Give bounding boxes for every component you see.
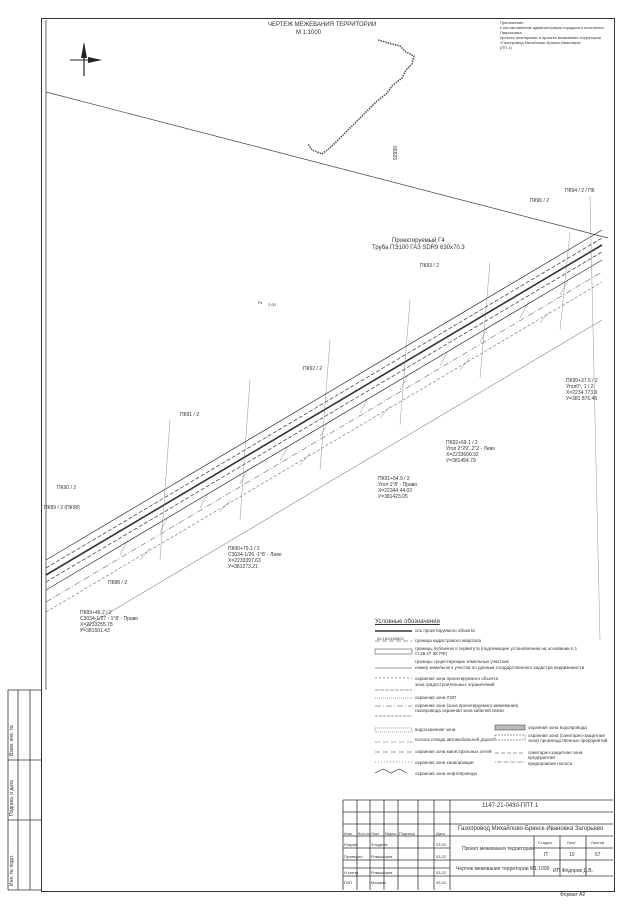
project-name: Проект межевания территории [462, 846, 534, 852]
north-arrow-icon [70, 42, 102, 76]
pipe-label-line2: Труба ПЭ100 ГАЗ SDR9 630х70.3 [372, 245, 465, 251]
callout: ПК89+46.2 / 2 С3034-1/27 - 1°8' - Право … [80, 610, 139, 634]
stage-value: П [544, 852, 548, 858]
side-stamp-grid [7, 689, 41, 891]
titleblock-grid [342, 799, 613, 890]
tb-date: 03.22 [436, 842, 447, 847]
side-label: Взам. инв. № [9, 725, 15, 756]
company-name: ИП Фёдоров Д.В. [553, 868, 593, 874]
stage-header: Стадия [538, 840, 552, 845]
tb-role: Разраб. [344, 842, 359, 847]
sheet-title: ЧЕРТЕЖ МЕЖЕВАНИЯ ТЕРРИТОРИИ [268, 22, 377, 28]
legend-item: границы существующих земельных участков [415, 659, 509, 664]
object-name: Газопровод Михайлово-Брянск-Ивановка Заг… [458, 826, 604, 832]
callout: ПК95+37.5 / 2 Угол0°, 1 / 2 Х=2234 773.6… [566, 378, 598, 402]
tb-header: Изм. [344, 831, 353, 836]
callout: ПК92+69.1 / 2 Угол 2°29'..2"2 - Лево Х=2… [446, 440, 495, 464]
pipeline-corridor [45, 229, 603, 631]
sheets-header: Листов [591, 840, 604, 845]
doc-code: 1147-21-0430-ППТ 1 [482, 803, 539, 809]
misc-number: 2 [258, 301, 264, 304]
callout: ПК91+54.9 / 2 Угол 1°8' - Право Х=22344 … [378, 476, 418, 500]
tb-name: Машкин [371, 880, 387, 885]
tb-date: 03.22 [436, 870, 447, 875]
legend-title: Условные обозначения [375, 619, 440, 625]
picket-label: ПК94 / 2 / ПК [565, 188, 595, 194]
sheet-scale: М 1:1000 [296, 30, 322, 36]
legend-item: охранная зона (санитарно-защитная зона) … [528, 733, 608, 743]
tb-header: Кол.уч. [358, 831, 372, 836]
top-right-note: Приложение к постановлению администрации… [500, 20, 604, 50]
side-label: Инв. № подл. [9, 854, 15, 886]
legend-item: охранная зона нефтепровода [415, 771, 478, 776]
legend-item: охранная зона канализации [415, 760, 474, 765]
legend-item: границы публичного сервитута (подлежащие… [415, 646, 578, 656]
boundary-line [45, 91, 609, 239]
legend-item: охранная зона проектируемого объекта [415, 676, 498, 681]
legend-item: придорожная полоса [528, 761, 572, 766]
legend-item: санитарно-защитная зона предприятий [528, 750, 583, 760]
misc-number: 92999 [393, 146, 399, 160]
picket-label: ПК88 / 2 [108, 580, 128, 586]
tb-header: Лист [371, 831, 380, 836]
legend-item: граница кадастрового квартала [415, 638, 481, 643]
picket-label: ПК90 / 2 [57, 485, 77, 491]
hatched-zone [119, 279, 569, 561]
tb-role: Проверил [344, 854, 363, 859]
legend-item: ось проектируемого объекта [415, 628, 475, 633]
legend-item: номер земельного участка по данным госуд… [415, 665, 585, 670]
pipe-label-line1: Проектируемый Г4 [392, 238, 445, 244]
legend-item: охранная зона водопровода [528, 725, 587, 730]
tb-role: ГИП [344, 880, 352, 885]
legend-code: 32:18:0163502 [377, 636, 404, 641]
picket-label: ПК91 / 2 [180, 412, 200, 418]
sheets-total: 57 [595, 852, 601, 858]
tb-name: Ромашкина [371, 870, 393, 875]
drawing-frame [41, 18, 615, 892]
side-label: Подпись и дата [9, 780, 15, 816]
legend-item: водоохранная зона [415, 727, 456, 732]
legend-item: охранная зона (зона проектируемого межев… [415, 703, 519, 713]
tb-name: Ромашкина [371, 854, 393, 859]
tb-header: Подпись [399, 831, 415, 836]
callout: ПК90+79.1 / 2 С3034-1/26 -1°8' - Лево Х=… [228, 546, 282, 570]
tb-role: Н.контр. [344, 870, 360, 875]
legend-item: охранная зона ЛЭП [415, 695, 457, 700]
picket-label: ПК96 / 2 [530, 198, 550, 204]
sheet-number: 10 [569, 852, 575, 858]
tb-name: Злыднев [371, 842, 388, 847]
paper-format: Формат А2 [560, 892, 586, 898]
legend-symbols [374, 630, 526, 774]
misc-number: 2.00 [268, 302, 276, 307]
tb-header: №док. [385, 831, 397, 836]
sheet-header: Лист [567, 840, 576, 845]
tb-date: 03.22 [436, 880, 447, 885]
legend-item: охранная зона магистральных сетей [415, 749, 492, 754]
sheet-name: Чертеж межевания территории М1:1000 [456, 866, 550, 872]
legend-item: зона градостроительных ограничений [415, 682, 495, 687]
legend-item: полоса отвода автомобильной дороги [415, 737, 495, 742]
parcel-lines [159, 195, 601, 641]
picket-label: ПК89 / 2 (ПК98) [44, 505, 80, 511]
tb-header: Дата [436, 831, 445, 836]
picket-label: ПК93 / 2 [420, 263, 440, 269]
picket-label: ПК92 / 2 [303, 366, 323, 372]
tb-date: 03.22 [436, 854, 447, 859]
road-trace [307, 39, 415, 155]
